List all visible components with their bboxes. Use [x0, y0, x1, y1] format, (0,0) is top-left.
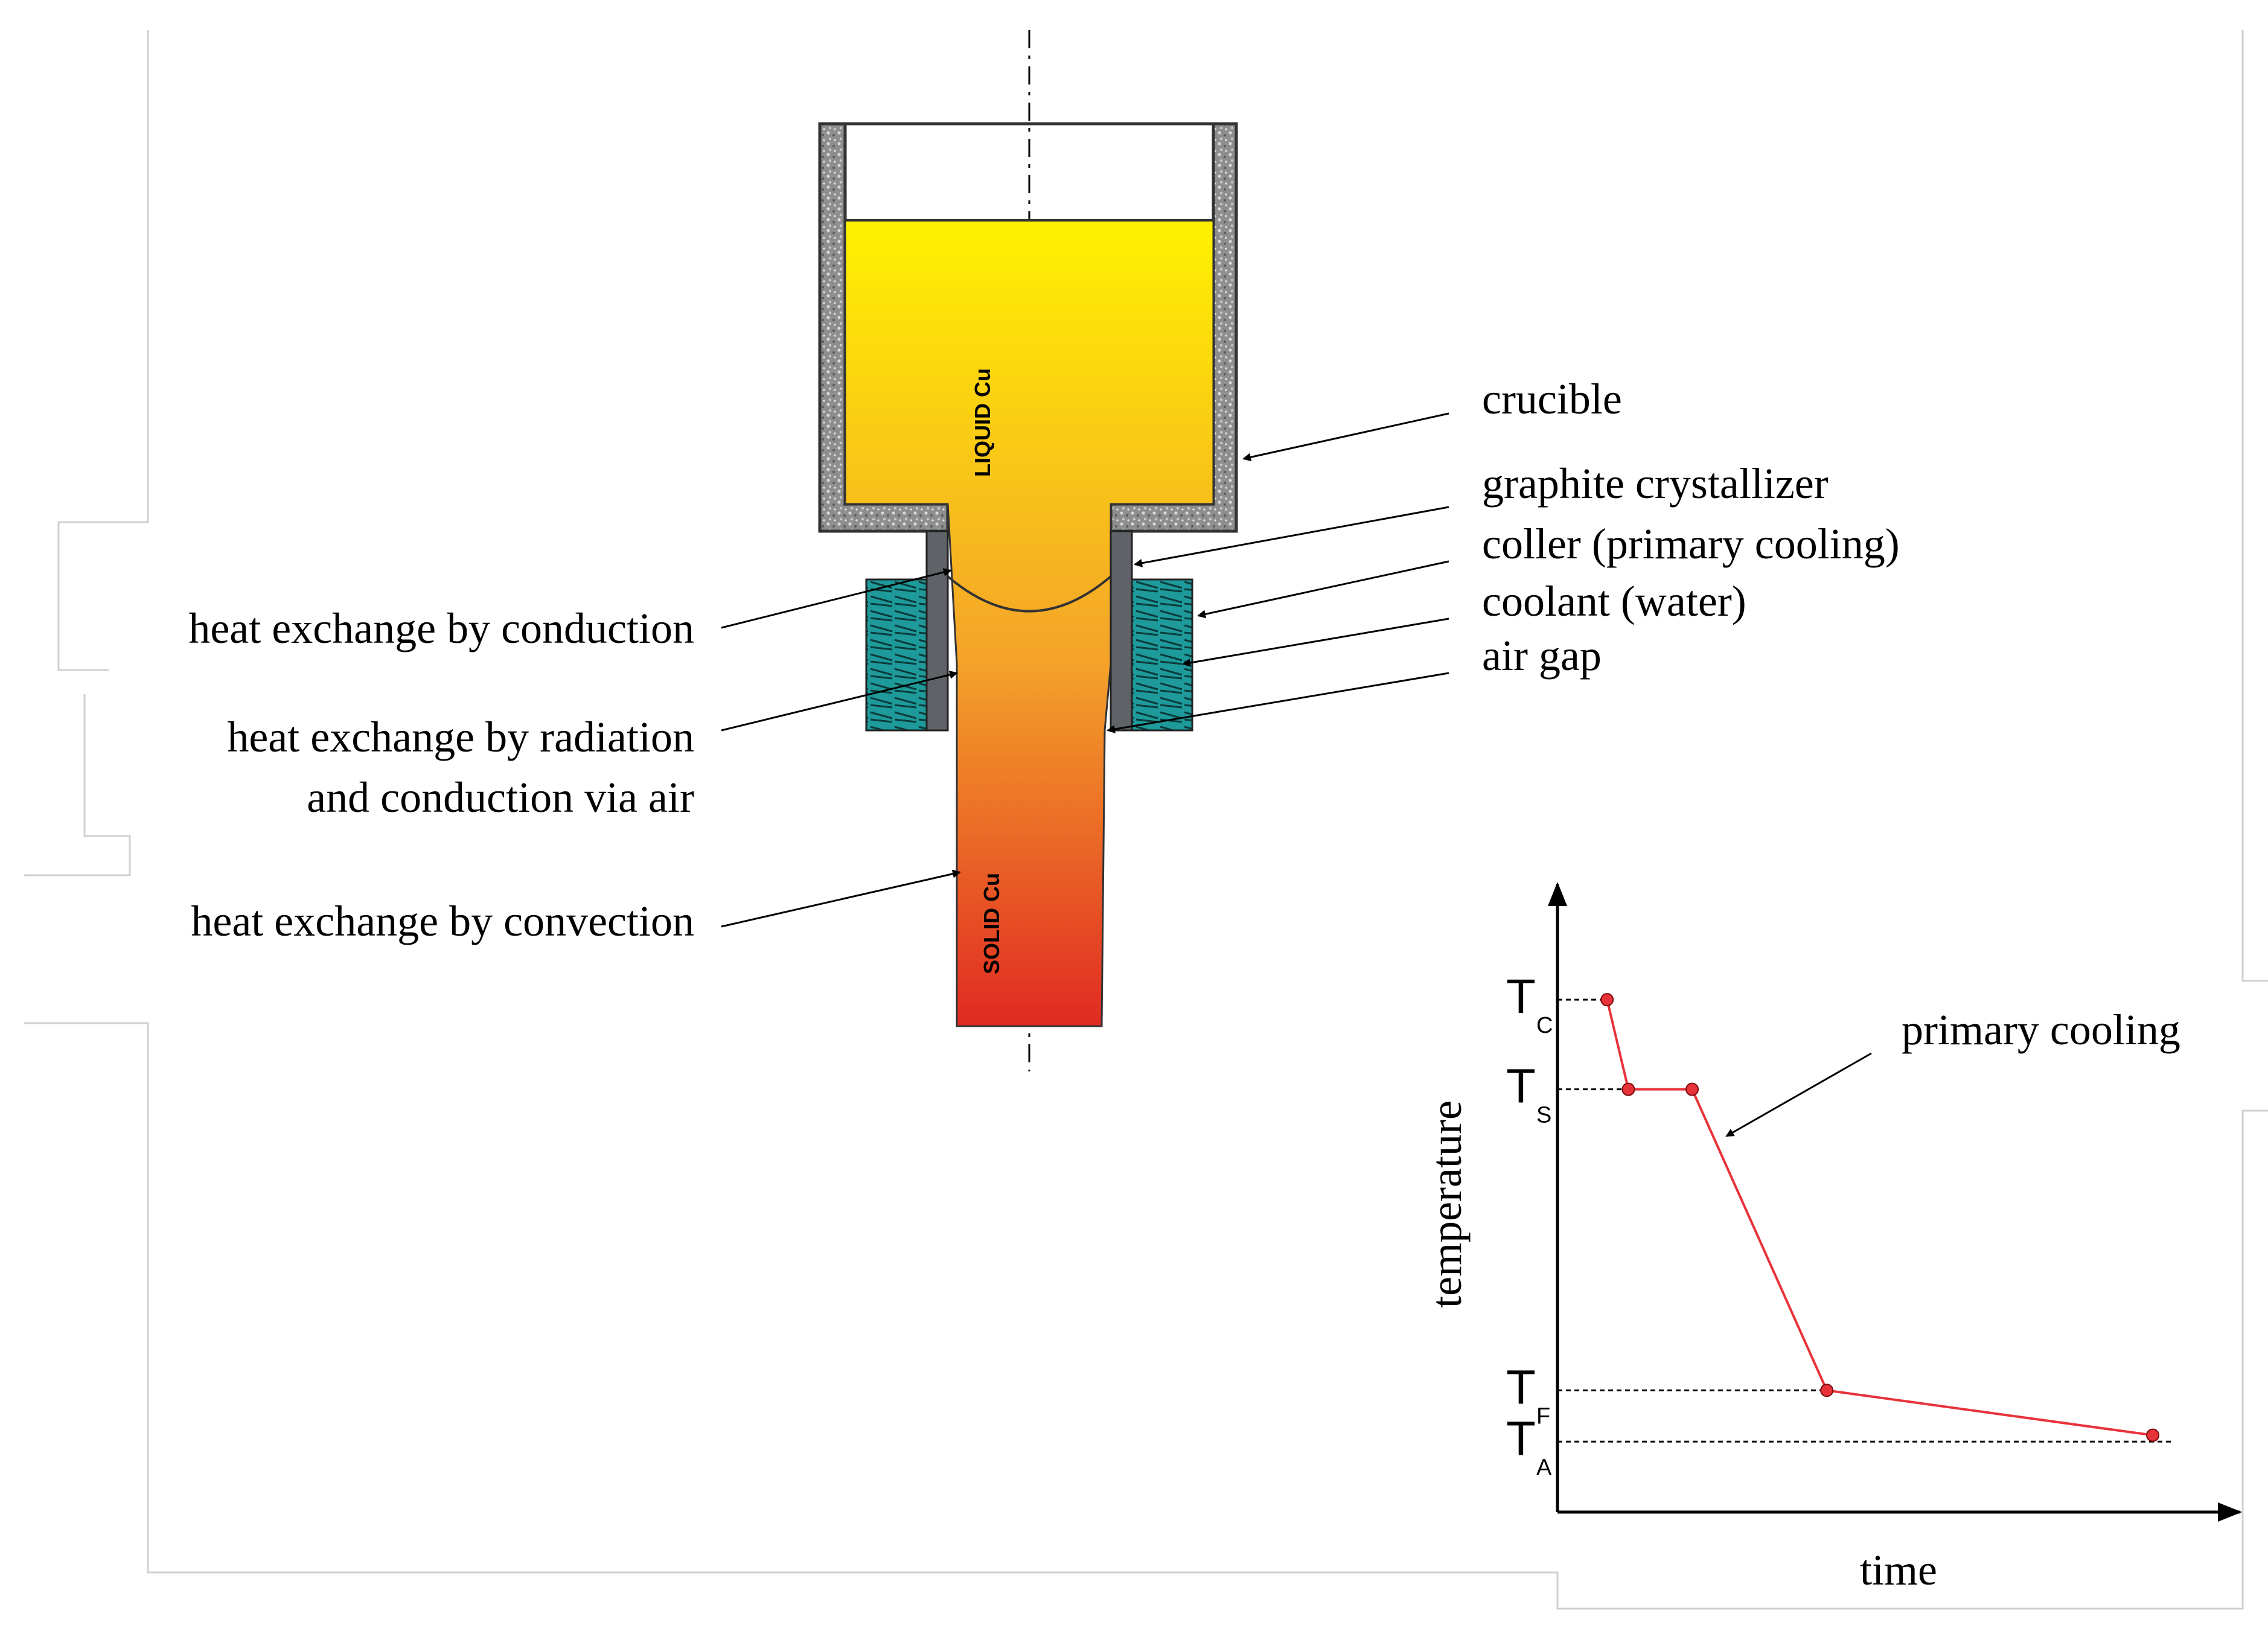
graphite-crystallizer-right [1110, 530, 1133, 732]
level-label-s: T [1506, 1059, 1536, 1113]
level-subscript-f: F [1536, 1403, 1550, 1429]
y-axis-label: temperature [1422, 1100, 1471, 1308]
curve-point-1 [1600, 993, 1614, 1007]
level-label-c: T [1506, 969, 1536, 1023]
cooler-right [1131, 578, 1193, 732]
air-gap-label: air gap [1482, 631, 1602, 680]
curve-point-5 [2146, 1428, 2160, 1442]
graphite-crystallizer-label: graphite crystallizer [1482, 459, 1829, 508]
cooling-curve-line [1606, 999, 2153, 1437]
convection-arrow [721, 869, 961, 928]
cooler-arrow [1197, 560, 1449, 619]
convection-label: heat exchange by convection [191, 897, 694, 945]
radiation-label-line2: and conduction via air [307, 773, 694, 822]
leader-arrows [721, 412, 1449, 928]
graphite-crystallizer-left [925, 530, 949, 732]
solid-cu-label: SOLID Cu [979, 873, 1004, 974]
conduction-label: heat exchange by conduction [188, 604, 694, 653]
cooling-curve [1600, 993, 2160, 1442]
curve-point-4 [1820, 1383, 1834, 1397]
coolant-label: coolant (water) [1482, 577, 1746, 625]
level-subscript-s: S [1536, 1103, 1551, 1128]
curve-point-3 [1685, 1082, 1699, 1096]
level-label-f: T [1506, 1360, 1536, 1414]
level-subscript-a: A [1536, 1455, 1552, 1480]
radiation-arrow [721, 671, 958, 732]
cooler-left [865, 578, 928, 732]
radiation-label-line1: heat exchange by radiation [227, 713, 694, 761]
solidification-front [947, 575, 1112, 613]
air-gap-arrow [1107, 672, 1449, 733]
background-frame-lines [24, 30, 2268, 1610]
primary-cooling-label: primary cooling [1902, 1006, 2180, 1054]
coolant-arrow [1182, 618, 1449, 667]
level-label-a: T [1506, 1411, 1536, 1465]
liquid-cu-label: LIQUID Cu [970, 368, 995, 477]
level-subscript-c: C [1536, 1013, 1553, 1038]
x-axis-label: time [1860, 1546, 1937, 1594]
graphite-arrow [1134, 506, 1449, 567]
primary-cooling-arrow [1725, 1052, 1872, 1137]
cooler-label: coller (primary cooling) [1482, 520, 1900, 568]
conduction-arrow [721, 568, 952, 629]
copper-melt [844, 219, 1215, 1027]
curve-point-2 [1621, 1082, 1635, 1096]
crucible-arrow [1242, 412, 1449, 462]
crucible-label: crucible [1482, 375, 1622, 423]
